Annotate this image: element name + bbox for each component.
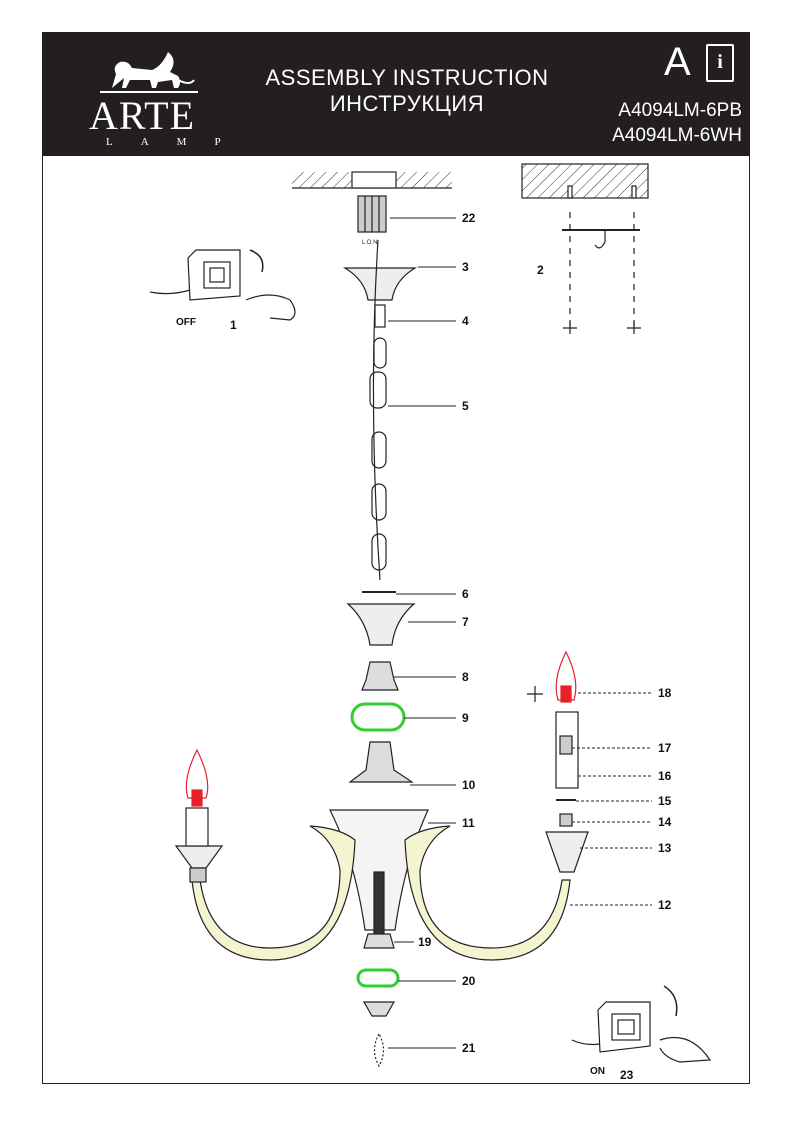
cup (346, 603, 416, 646)
page-title: ASSEMBLY INSTRUCTION ИНСТРУКЦИЯ (237, 65, 577, 117)
model-1: A4094LM-6PB (618, 100, 742, 121)
callout-5: 5 (462, 399, 469, 413)
arm-right (404, 825, 571, 961)
ring-9 (350, 702, 406, 732)
switch-off-icon (149, 249, 296, 321)
title-en: ASSEMBLY INSTRUCTION (265, 65, 549, 90)
model-2: A4094LM-6WH (612, 125, 742, 146)
step-2: 2 (537, 263, 544, 277)
callout-19: 19 (418, 935, 432, 949)
info-book-icon: i (706, 44, 734, 82)
finial-tip (373, 1032, 385, 1068)
header: ARTE LAMP ASSEMBLY INSTRUCTION ИНСТРУКЦИ… (42, 32, 750, 156)
lampholder (559, 735, 573, 755)
callout-22: 22 (462, 211, 476, 225)
callout-16: 16 (658, 769, 672, 783)
brand-logo: ARTE LAMP (82, 46, 249, 148)
callout-9: 9 (462, 711, 469, 725)
callout-12: 12 (658, 898, 672, 912)
winged-lion-icon (100, 52, 198, 93)
arm-left (191, 825, 356, 961)
title-ru: ИНСТРУКЦИЯ (329, 91, 485, 116)
callout-7: 7 (462, 615, 469, 629)
candle-left (174, 748, 224, 883)
bobeche-top (361, 661, 399, 691)
ceiling (292, 171, 452, 189)
callout-17: 17 (658, 741, 672, 755)
terminal-block (357, 195, 387, 233)
callout-13: 13 (658, 841, 672, 855)
callout-6: 6 (462, 587, 469, 601)
mounting-bracket (521, 163, 649, 334)
cup-13 (545, 831, 589, 873)
callout-21: 21 (462, 1041, 476, 1055)
plate (348, 741, 414, 783)
callout-4: 4 (462, 314, 469, 328)
callout-11: 11 (462, 816, 475, 830)
ring-20 (356, 968, 400, 988)
step-1: 1 (230, 318, 237, 332)
brand-sub: LAMP (106, 136, 249, 148)
nut-14 (559, 813, 573, 827)
leader-lines (388, 217, 652, 1049)
callout-14: 14 (658, 815, 672, 829)
finial-cap (362, 1001, 396, 1017)
off-label: OFF (176, 317, 196, 328)
model-numbers: A4094LM-6PB A4094LM-6WH (612, 98, 742, 148)
wire-labels: L O N (362, 240, 377, 246)
callout-20: 20 (462, 974, 476, 988)
bulb-right (527, 650, 577, 703)
switch-on-icon (571, 985, 712, 1063)
on-label: ON (590, 1066, 605, 1077)
brand-name: ARTE (88, 93, 196, 138)
callout-15: 15 (658, 794, 672, 808)
canopy (342, 267, 418, 301)
callout-3: 3 (462, 260, 469, 274)
callout-10: 10 (462, 778, 476, 792)
step-23: 23 (620, 1068, 634, 1082)
chain (369, 239, 387, 581)
class-letter: A (664, 40, 691, 84)
threaded-rod (373, 871, 385, 937)
callout-18: 18 (658, 686, 672, 700)
callout-8: 8 (462, 670, 469, 684)
finial-nut (363, 933, 395, 949)
